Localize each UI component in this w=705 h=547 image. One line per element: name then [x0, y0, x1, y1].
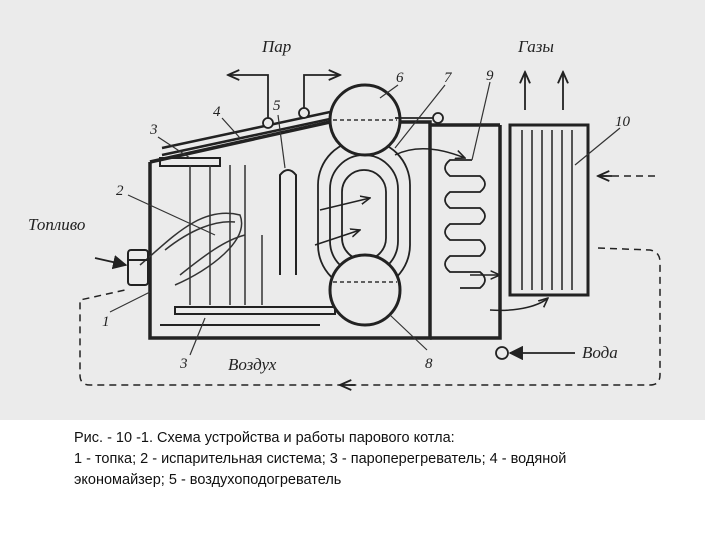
steam-boiler-diagram: Пар Газы Топливо Воздух Вода 1 2 3 4 5 6…: [0, 0, 705, 420]
callout-3-bottom: 3: [179, 356, 188, 372]
gas-exhaust: [525, 72, 563, 110]
label-fuel: Топливо: [28, 215, 85, 234]
callout-8: 8: [425, 356, 433, 372]
air-duct: [79, 175, 661, 386]
label-water: Вода: [582, 343, 618, 362]
air-heater: [508, 123, 590, 297]
grate: [160, 306, 336, 326]
label-steam: Пар: [261, 37, 291, 56]
burner: [127, 249, 149, 286]
caption-line-1: Рис. - 10 -1. Схема устройства и работы …: [74, 430, 455, 446]
flame: [139, 212, 246, 286]
lower-drum: [328, 253, 402, 327]
water-inlet: [495, 345, 575, 361]
fuel-arrow: [94, 255, 128, 270]
caption-line-2: 1 - топка; 2 - испарительная система; 3 …: [74, 451, 567, 467]
callout-6: 6: [396, 70, 404, 86]
callout-2: 2: [116, 183, 124, 199]
callout-5: 5: [273, 98, 281, 114]
callout-7: 7: [444, 70, 453, 86]
callout-4: 4: [213, 104, 221, 120]
superheater-coil: [279, 169, 297, 275]
leader-lines: [109, 81, 621, 356]
callout-9: 9: [486, 68, 494, 84]
callout-10: 10: [615, 114, 631, 130]
upper-drum: [328, 83, 402, 157]
boiler-casing: [148, 120, 502, 340]
flow-arrows: [314, 148, 548, 312]
callout-3-top: 3: [149, 122, 158, 138]
steam-outlets: [228, 75, 444, 129]
figure-caption: Рис. - 10 -1. Схема устройства и работы …: [74, 428, 684, 491]
caption-line-3: экономайзер; 5 - воздухоподогреватель: [74, 472, 342, 488]
economizer-coil: [444, 159, 486, 289]
furnace-tubes: [189, 165, 263, 305]
label-gases: Газы: [517, 37, 554, 56]
label-air: Воздух: [228, 355, 277, 374]
callout-1: 1: [102, 314, 110, 330]
